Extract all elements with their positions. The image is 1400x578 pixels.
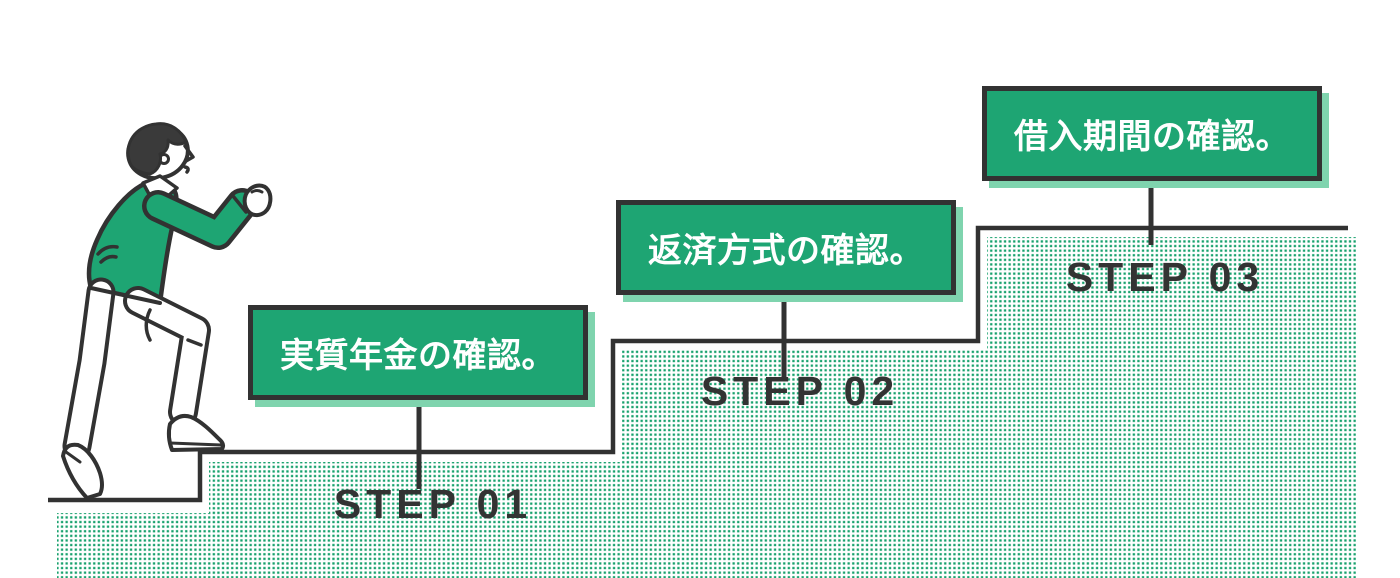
stairs-halftone-fill (57, 237, 1356, 578)
step-03-box: 借入期間の確認。 (982, 86, 1322, 181)
step-03-box-text: 借入期間の確認。 (1014, 118, 1290, 156)
step-02-box-text: 返済方式の確認。 (648, 232, 924, 270)
step-01-box: 実質年金の確認。 (248, 305, 588, 400)
stairs-outline (48, 225, 1348, 503)
step-01-label: STEP 01 (333, 481, 533, 527)
person-climbing-icon (61, 122, 273, 500)
step-01-box-text: 実質年金の確認。 (280, 337, 556, 375)
step-02-label: STEP 02 (700, 368, 900, 414)
step-02-box: 返済方式の確認。 (616, 200, 956, 295)
step-03-label: STEP 03 (1065, 254, 1265, 300)
